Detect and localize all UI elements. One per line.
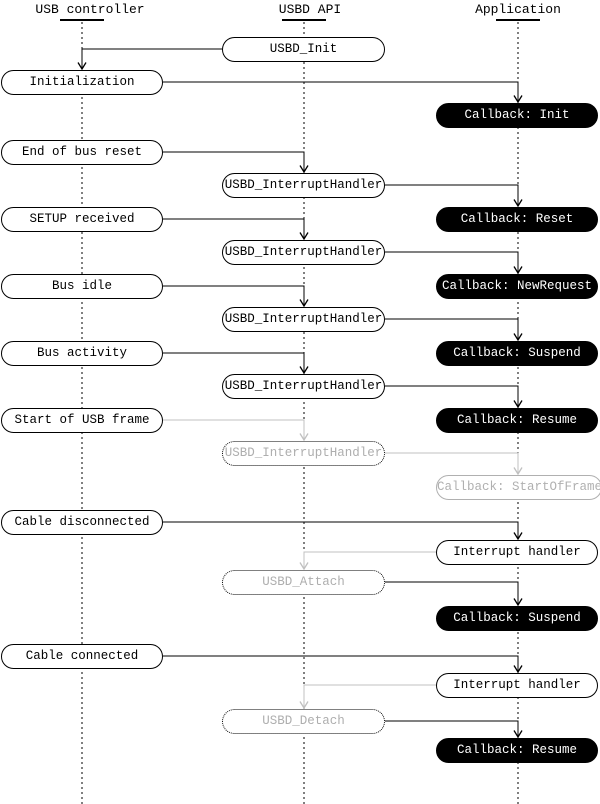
api-call-usbd-interrupthandler-2: USBD_InterruptHandler — [222, 240, 385, 265]
arrowhead-muted — [513, 467, 523, 476]
arrowhead — [299, 232, 309, 241]
event-cable-disconnected: Cable disconnected — [1, 510, 163, 535]
arrowhead — [513, 400, 523, 409]
connector-interrupthandler-to-usbdattach-muted — [303, 551, 436, 569]
arrowhead — [513, 199, 523, 208]
arrowhead — [513, 95, 523, 104]
api-call-usbd-attach-ghost: USBD_Attach — [222, 570, 385, 595]
arrowhead — [299, 165, 309, 174]
api-call-usbd-interrupthandler-ghost: USBD_InterruptHandler — [222, 441, 385, 466]
callback-suspend-2: Callback: Suspend — [436, 606, 598, 631]
api-call-usbd-detach-ghost: USBD_Detach — [222, 709, 385, 734]
callback-resume-2: Callback: Resume — [436, 738, 598, 763]
arrowhead — [513, 532, 523, 541]
connector-interrupthandler-to-callback-suspend — [385, 318, 519, 340]
callback-reset: Callback: Reset — [436, 207, 598, 232]
api-call-usbd-init: USBD_Init — [222, 37, 385, 62]
column-header-usb-controller: USB controller — [35, 2, 145, 17]
arrowhead — [513, 266, 523, 275]
connector-setup-to-interrupthandler — [163, 218, 305, 239]
arrowhead — [513, 333, 523, 342]
connector-usbdinit-to-initialization — [81, 48, 222, 69]
arrowhead — [299, 299, 309, 308]
arrowhead — [513, 730, 523, 739]
arrowhead-muted — [299, 433, 309, 442]
arrowhead — [299, 366, 309, 375]
callback-resume-1: Callback: Resume — [436, 408, 598, 433]
connector-interrupthandler-to-callback-newrequest — [385, 251, 519, 273]
column-header-usbd-api: USBD API — [278, 2, 342, 17]
arrowhead — [513, 665, 523, 674]
callback-init: Callback: Init — [436, 103, 598, 128]
event-start-of-usb-frame: Start of USB frame — [1, 408, 163, 433]
connector-cabledisconnected-to-interrupthandler — [163, 521, 519, 539]
connector-usbdattach-to-callback-suspend — [385, 581, 519, 605]
column-header-application: Application — [475, 2, 561, 17]
interrupt-handler-1: Interrupt handler — [436, 540, 598, 565]
connector-interrupthandler-to-callback-resume — [385, 385, 519, 407]
event-initialization: Initialization — [1, 70, 163, 95]
arrowhead — [513, 598, 523, 607]
connector-interrupthandler-to-usbddetach-muted — [303, 684, 436, 708]
arrowhead-muted — [299, 701, 309, 710]
event-cable-connected: Cable connected — [1, 644, 163, 669]
connector-usbddetach-to-callback-resume — [385, 720, 519, 737]
api-call-usbd-interrupthandler-1: USBD_InterruptHandler — [222, 173, 385, 198]
api-call-usbd-interrupthandler-4: USBD_InterruptHandler — [222, 374, 385, 399]
event-end-of-bus-reset: End of bus reset — [1, 140, 163, 165]
callback-suspend-1: Callback: Suspend — [436, 341, 598, 366]
connector-interrupthandler-to-callback-startofframe-muted — [385, 452, 519, 474]
event-bus-idle: Bus idle — [1, 274, 163, 299]
interrupt-handler-2: Interrupt handler — [436, 673, 598, 698]
connector-initialization-to-callback-init — [163, 81, 519, 102]
arrowhead-muted — [299, 562, 309, 571]
connector-busidle-to-interrupthandler — [163, 285, 305, 306]
connector-startofframe-to-interrupthandler-muted — [163, 419, 305, 440]
arrowhead — [77, 62, 87, 71]
callback-newrequest: Callback: NewRequest — [436, 274, 598, 299]
connector-busreset-to-interrupthandler — [163, 151, 305, 172]
connector-busactivity-to-interrupthandler — [163, 352, 305, 373]
callback-startofframe-ghost: Callback: StartOfFrame — [436, 475, 600, 500]
event-bus-activity: Bus activity — [1, 341, 163, 366]
connector-cableconnected-to-interrupthandler — [163, 655, 519, 672]
api-call-usbd-interrupthandler-3: USBD_InterruptHandler — [222, 307, 385, 332]
connector-interrupthandler-to-callback-reset — [385, 184, 519, 206]
event-setup-received: SETUP received — [1, 207, 163, 232]
